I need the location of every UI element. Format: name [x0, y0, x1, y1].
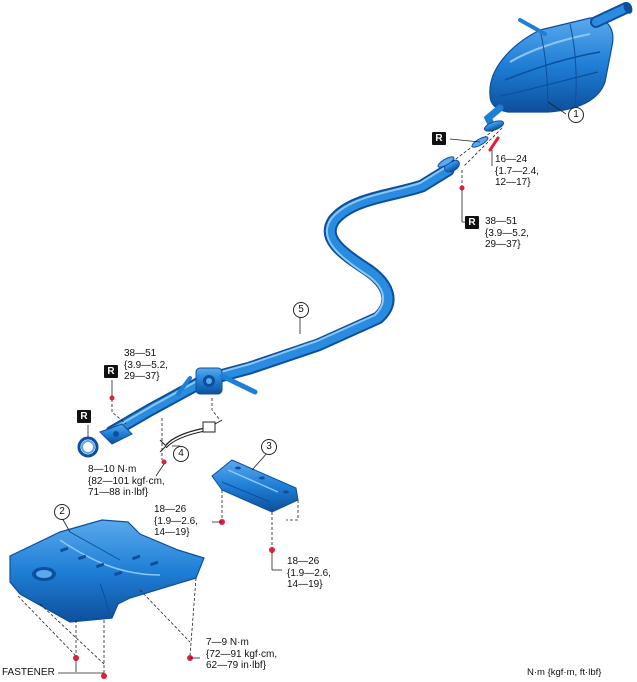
callout-1: 1 — [568, 107, 584, 123]
torque-line: 62—79 in·lbf} — [206, 660, 267, 671]
units-label: N·m {kgf·m, ft·lbf} — [527, 667, 602, 678]
torque-front-nut: 38—51 {3.9—5.2, 29—37} — [124, 348, 168, 383]
torque-heat-insulator-1: 18—26 {1.9—2.6, 14—19} — [154, 504, 198, 539]
torque-line: {1.9—2.6, — [154, 515, 198, 527]
torque-rear-bolt: 16—24 {1.7—2.4, 12—17} — [495, 154, 539, 189]
heat-insulator-guides — [221, 490, 299, 548]
torque-line: {82—101 kgf·cm, — [88, 475, 165, 487]
replace-symbol-front-nut: R — [104, 365, 118, 378]
callout-4: 4 — [173, 446, 189, 462]
torque-line: 7—9 N·m — [206, 637, 249, 648]
oxygen-sensor-harness — [159, 419, 223, 453]
callout-3: 3 — [261, 439, 277, 455]
callout-2: 2 — [54, 504, 70, 520]
exhaust-pipe — [99, 159, 460, 445]
torque-line: 29—37} — [485, 239, 521, 250]
torque-line: {72—91 kgf·cm, — [206, 648, 278, 660]
torque-line: {3.9—5.2, — [124, 359, 168, 371]
torque-line: 18—26 — [287, 556, 320, 567]
callout-5: 5 — [293, 302, 309, 318]
front-gasket-ring — [77, 436, 99, 458]
torque-line: {1.7—2.4, — [495, 165, 539, 177]
torque-line: {3.9—5.2, — [485, 227, 529, 239]
torque-sensor: 8—10 N·m {82—101 kgf·cm, 71—88 in·lbf} — [88, 464, 165, 499]
torque-line: 18—26 — [154, 504, 187, 515]
front-guides — [111, 398, 221, 460]
rear-gasket-lower — [437, 156, 455, 168]
torque-rear-nut: 38—51 {3.9—5.2, 29—37} — [485, 216, 529, 251]
heat-insulator — [211, 459, 299, 513]
rear-bolt — [488, 136, 500, 152]
torque-line: 14—19} — [154, 527, 190, 538]
torque-line: 14—19} — [287, 579, 323, 590]
replace-symbol-rear-gasket: R — [432, 132, 446, 145]
torque-line: {1.9—2.6, — [287, 567, 331, 579]
fastener-2 — [101, 673, 107, 679]
torque-line: 16—24 — [495, 154, 528, 165]
fastener-label: FASTENER — [2, 667, 55, 678]
torque-line: 71—88 in·lbf} — [88, 487, 149, 498]
replace-symbol-rear-nut: R — [465, 216, 479, 229]
heat-insulator-bolt-2 — [269, 547, 275, 553]
replace-symbol-front-gasket: R — [77, 410, 91, 423]
front-bolt-lower — [161, 459, 167, 465]
torque-heat-insulator-2: 18—26 {1.9—2.6, 14—19} — [287, 556, 331, 591]
torque-line: 38—51 — [124, 348, 157, 359]
torque-line: 8—10 N·m — [88, 464, 137, 475]
front-bolt-upper — [109, 395, 115, 401]
rear-nut — [459, 185, 465, 191]
torque-line: 29—37} — [124, 371, 160, 382]
torque-line: 38—51 — [485, 216, 518, 227]
pipe-joint-bracket — [176, 367, 258, 396]
fastener-1 — [73, 655, 79, 661]
torque-line: 12—17} — [495, 177, 531, 188]
torque-under-cover: 7—9 N·m {72—91 kgf·cm, 62—79 in·lbf} — [206, 637, 277, 672]
main-silencer — [483, 2, 633, 132]
under-cover-guides — [17, 577, 197, 674]
